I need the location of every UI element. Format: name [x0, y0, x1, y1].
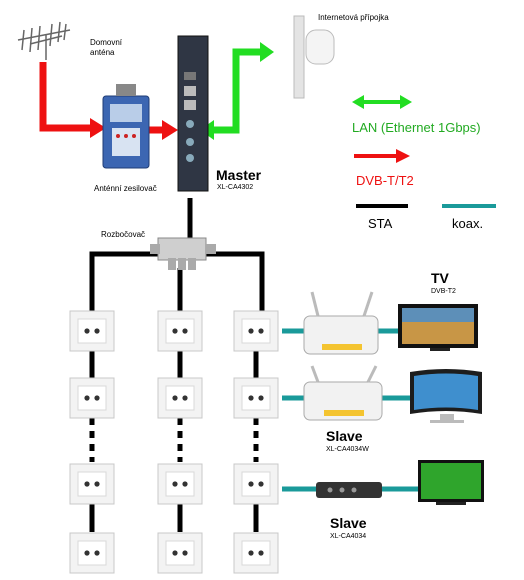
antenna-icon [17, 21, 71, 60]
slave2-model: XL-CA4034 [330, 533, 367, 540]
legend-dvb-label: DVB-T/T2 [356, 173, 414, 188]
antenna-label: Domovní anténa [90, 38, 123, 57]
slave1-title: Slave [326, 428, 363, 444]
wall-socket-icon [157, 310, 203, 352]
wall-socket-icon [69, 463, 115, 505]
wall-socket-icon [233, 310, 279, 352]
lan-arrow [200, 42, 274, 140]
tv-1-icon [398, 304, 478, 351]
amplifier-label: Anténní zesilovač [94, 184, 157, 193]
internet-connection-icon [293, 15, 335, 99]
wall-socket-icon [233, 377, 279, 419]
tv-3-icon [418, 460, 484, 505]
sta-cabling [89, 198, 265, 532]
tv-model: DVB-T2 [431, 288, 456, 295]
amplifier-icon [102, 84, 150, 169]
wall-socket-icon [233, 463, 279, 505]
wall-socket-icon [157, 463, 203, 505]
koax-cabling [282, 328, 418, 492]
splitter-label: Rozbočovač [101, 230, 146, 239]
slave-device-1-icon [303, 291, 379, 355]
slave-device-3-icon [316, 482, 382, 498]
legend-lan-label: LAN (Ethernet 1Gbps) [352, 120, 481, 135]
master-title: Master [216, 167, 262, 183]
master-model: XL-CA4302 [217, 184, 254, 191]
wall-socket-icon [69, 532, 115, 574]
legend-lan-icon [352, 95, 412, 109]
tv-2-icon [410, 369, 482, 423]
legend-dvb-icon [354, 149, 410, 163]
wall-socket-icon [69, 310, 115, 352]
tv-title: TV [431, 270, 449, 286]
wall-socket-icon [157, 377, 203, 419]
wall-socket-icon [233, 532, 279, 574]
slave2-title: Slave [330, 515, 367, 531]
dvb-signal-arrows [39, 62, 178, 140]
legend-sta-label: STA [368, 216, 393, 231]
wall-sockets [69, 310, 279, 574]
wall-socket-icon [157, 532, 203, 574]
legend-koax-label: koax. [452, 216, 484, 231]
wall-socket-icon [69, 377, 115, 419]
master-device-icon [177, 35, 209, 192]
slave-device-2-icon [303, 365, 383, 421]
slave1-model: XL-CA4034W [326, 446, 369, 453]
internet-label: Internetová přípojka [318, 13, 389, 22]
splitter-icon [150, 237, 216, 270]
